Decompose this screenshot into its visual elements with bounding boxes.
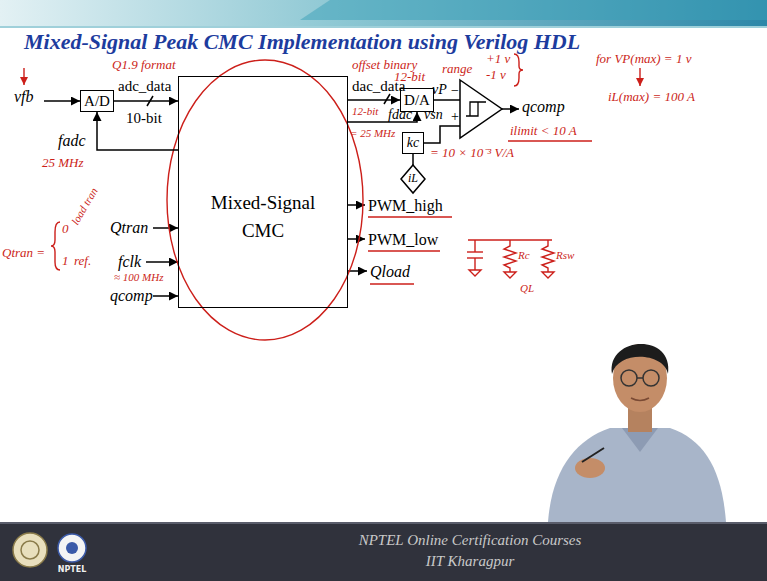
input-stub <box>450 125 460 127</box>
signal-name: fclk <box>118 253 141 271</box>
annotation: for VP(max) = 1 v <box>596 52 691 66</box>
annotation: 25 MHz <box>42 156 84 170</box>
signal-name: vsn <box>424 107 443 122</box>
converter-block: A/D <box>80 90 114 112</box>
annotation: +1 v <box>486 52 510 66</box>
annotation: ref. <box>74 254 91 268</box>
annotation: load tran <box>69 185 100 226</box>
current-source: iL <box>401 165 425 193</box>
footer-text: IIT Kharagpur <box>426 553 515 570</box>
signal-wire <box>348 99 400 101</box>
signal-arrows <box>44 94 519 296</box>
signal-name: PWM_high <box>368 197 443 215</box>
signal-name: fdac <box>388 107 412 122</box>
annotation: 0 <box>62 222 69 236</box>
annotation: Q1.9 format <box>112 58 176 72</box>
diamond <box>401 165 425 193</box>
lecturer-figure <box>548 344 726 522</box>
bus-label: adc_data <box>118 78 171 95</box>
annotation: 12-bit <box>352 105 378 117</box>
annotation: iL(max) = 100 A <box>608 90 695 104</box>
annotation: range <box>442 62 472 76</box>
signal-name: PWM_low <box>368 231 438 249</box>
annotation: 1 <box>62 254 69 268</box>
handwritten-annotations <box>24 54 640 340</box>
input-stub <box>450 99 460 101</box>
bus-width: 10-bit <box>126 110 162 127</box>
node-text: − <box>451 83 459 98</box>
signal-name: Qtran <box>110 219 148 237</box>
header-band <box>0 0 767 28</box>
annotation: ilimit < 10 A <box>510 124 577 138</box>
signal-name: qcomp <box>110 287 153 305</box>
footer-band <box>0 522 767 581</box>
signal-wire <box>424 126 450 143</box>
signal-wire <box>434 99 450 101</box>
signal-name: fadc <box>58 132 86 150</box>
signal-name: Qload <box>370 263 410 281</box>
hysteresis-symbol <box>466 102 486 116</box>
signal-wire <box>412 154 414 165</box>
triangle <box>460 80 502 138</box>
node-text: Mixed-Signal CMC <box>198 189 328 244</box>
annotation: QL <box>520 282 534 294</box>
node-text: kc <box>407 135 419 150</box>
signal-name: vP <box>432 82 447 97</box>
footer-text: NPTEL Online Certification Courses <box>359 532 582 549</box>
annotation: Rc <box>518 249 530 261</box>
node-text: + <box>451 109 459 124</box>
node-text: iL <box>408 172 418 185</box>
annotation: 12-bit <box>394 70 425 84</box>
logo-text: NPTEL <box>58 566 87 575</box>
controller-block: Mixed-Signal CMC <box>178 76 348 308</box>
comparator-symbol: −+ <box>450 80 502 138</box>
signal-name: qcomp <box>522 98 565 116</box>
signal-name: vfb <box>14 88 34 106</box>
annotation: Rsw <box>556 249 574 261</box>
annotation: = 25 MHz <box>350 127 395 139</box>
annotation: ≈ 100 MHz <box>114 271 163 283</box>
signal-wire <box>114 100 178 102</box>
gain-block: kc <box>402 132 424 154</box>
annotation: Qtran = <box>2 246 45 260</box>
node-text: D/A <box>404 92 430 109</box>
annotation: -1 v <box>486 68 506 82</box>
annotation: = 10 × 10⁻³ V/A <box>430 146 514 160</box>
slide-title: Mixed-Signal Peak CMC Implementation usi… <box>24 30 580 54</box>
node-text: A/D <box>84 93 110 110</box>
